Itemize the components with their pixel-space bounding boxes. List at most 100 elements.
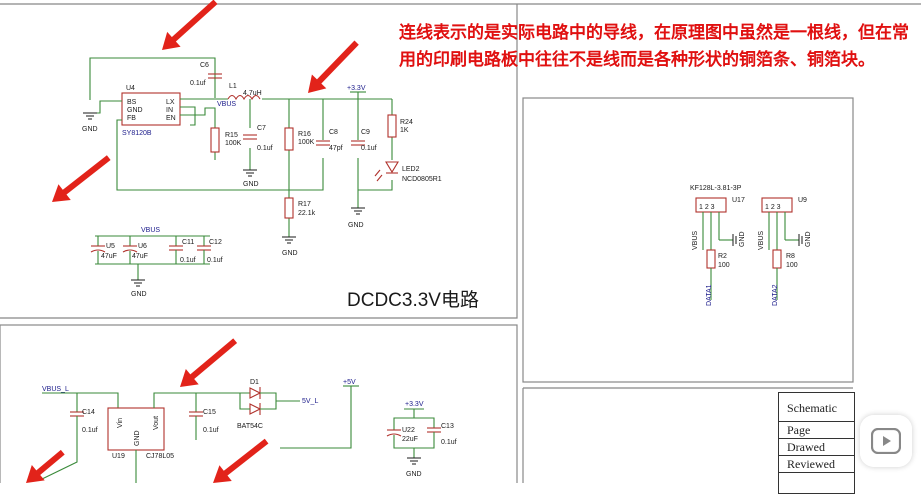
red-arrow — [213, 438, 269, 483]
gnd-label-2: GND — [243, 181, 259, 188]
c6-value: 0.1uf — [190, 80, 206, 87]
connectors: KF128L-3.81-3P U17 U9 1 2 3 1 2 3 VBUS G… — [690, 185, 812, 306]
c6-label: C6 — [200, 62, 209, 69]
red-arrow — [180, 338, 238, 387]
title-block-drawed: Drawed — [779, 439, 854, 456]
c14-label: C14 — [82, 409, 95, 416]
pin-bs: BS — [127, 99, 137, 106]
c7-label: C7 — [257, 125, 266, 132]
r24-label: R24 — [400, 119, 413, 126]
u17-label: U17 — [732, 197, 745, 204]
v5-net: +5V — [343, 379, 356, 386]
c15-value: 0.1uf — [203, 427, 219, 434]
vbus-net: VBUS — [217, 101, 236, 108]
led2-value: NCD0805R1 — [402, 176, 442, 183]
title-block-reviewed: Reviewed — [779, 456, 854, 473]
r15-label: R15 — [225, 132, 238, 139]
r24-value: 1K — [400, 127, 409, 134]
r16-label: R16 — [298, 131, 311, 138]
u9-label: U9 — [798, 197, 807, 204]
title-block-page: Page — [779, 422, 854, 439]
v33-net: +3.3V — [347, 85, 366, 92]
l1-value: 4.7uH — [243, 90, 262, 97]
pin-vout: Vout — [153, 416, 160, 430]
pin-gnd-u19: GND — [134, 430, 141, 446]
c11-label: C11 — [182, 239, 194, 246]
gnd-label-4: GND — [348, 222, 364, 229]
pin-gnd: GND — [127, 107, 143, 114]
c13-value: 0.1uf — [441, 439, 457, 446]
u6-label: U6 — [138, 243, 147, 250]
u17-gnd: GND — [739, 231, 746, 247]
u6-value: 47uF — [132, 253, 148, 260]
u4-label: U4 — [126, 85, 135, 92]
gnd-label-3: GND — [282, 250, 298, 257]
c11-value: 0.1uf — [180, 257, 196, 264]
r16-value: 100K — [298, 139, 315, 146]
bottom-v33-net: +3.3V — [405, 401, 424, 408]
pin-in: IN — [166, 107, 173, 114]
r2-value: 100 — [718, 262, 730, 269]
c14-value: 0.1uf — [82, 427, 98, 434]
r8-label: R8 — [786, 253, 795, 260]
c12-label: C12 — [209, 239, 222, 246]
c8-label: C8 — [329, 129, 338, 136]
caps-row: VBUS U5 47uF U6 47uF C11 0.1uf C12 0.1uf… — [90, 227, 223, 298]
c9-label: C9 — [361, 129, 370, 136]
c15-label: C15 — [203, 409, 216, 416]
c8-value: 47pf — [329, 145, 343, 152]
pin-en: EN — [166, 115, 176, 122]
dcdc-circuit: U4 BS GND FB LX IN EN SY8120B C6 0.1uf — [82, 57, 442, 257]
c12-value: 0.1uf — [207, 257, 223, 264]
u22-value: 22uF — [402, 436, 418, 443]
r15-value: 100K — [225, 140, 242, 147]
u17-pins: 1 2 3 — [699, 204, 715, 211]
annotation-arrows — [26, 0, 359, 483]
title-block-schematic: Schematic — [779, 393, 854, 422]
caps-gnd-label: GND — [131, 291, 147, 298]
u5-label: U5 — [106, 243, 115, 250]
schematic-canvas: U4 BS GND FB LX IN EN SY8120B C6 0.1uf — [0, 0, 921, 483]
u9-pins: 1 2 3 — [765, 204, 781, 211]
data1-net: DATA1 — [706, 284, 713, 306]
u9-vbus: VBUS — [758, 231, 765, 250]
u9-gnd: GND — [805, 231, 812, 247]
sheet-frames — [0, 3, 921, 483]
circuit-title: DCDC3.3V电路 — [347, 290, 479, 311]
r17-value: 22.1k — [298, 210, 316, 217]
gnd-label-1: GND — [82, 126, 98, 133]
l1-label: L1 — [229, 83, 237, 90]
u19-label: U19 — [112, 453, 125, 460]
r17-label: R17 — [298, 201, 311, 208]
pin-fb: FB — [127, 115, 136, 122]
u22-label: U22 — [402, 427, 415, 434]
u4-chip-name: SY8120B — [122, 130, 152, 137]
red-arrow — [162, 0, 218, 50]
bottom-gnd-label: GND — [406, 471, 422, 478]
data2-net: DATA2 — [772, 284, 779, 306]
u19-chip-name: CJ78L05 — [146, 453, 174, 460]
red-arrow — [52, 155, 111, 202]
pin-lx: LX — [166, 99, 175, 106]
ground-symbols — [83, 112, 365, 244]
ldo-circuit: VBUS_L C14 0.1uf Vin GND Vout U19 CJ78L0… — [39, 379, 457, 483]
led2-label: LED2 — [402, 166, 420, 173]
red-arrow — [26, 449, 65, 483]
vbus-l-net: VBUS_L — [42, 386, 69, 393]
r8-value: 100 — [786, 262, 798, 269]
play-button[interactable] — [860, 415, 912, 467]
c9-value: 0.1uf — [361, 145, 377, 152]
red-arrow — [308, 40, 359, 93]
title-block: Schematic Page Drawed Reviewed — [778, 392, 855, 494]
d1-value: BAT54C — [237, 423, 263, 430]
u4-chip — [121, 92, 181, 126]
r2-label: R2 — [718, 253, 727, 260]
caps-vbus-net: VBUS — [141, 227, 160, 234]
play-icon — [871, 428, 901, 454]
c13-label: C13 — [441, 423, 454, 430]
c7-value: 0.1uf — [257, 145, 273, 152]
v5l-net: 5V_L — [302, 398, 318, 405]
u17-part-label: KF128L-3.81-3P — [690, 185, 742, 192]
pin-vin: Vin — [117, 418, 124, 428]
l1-inductor — [227, 94, 261, 101]
